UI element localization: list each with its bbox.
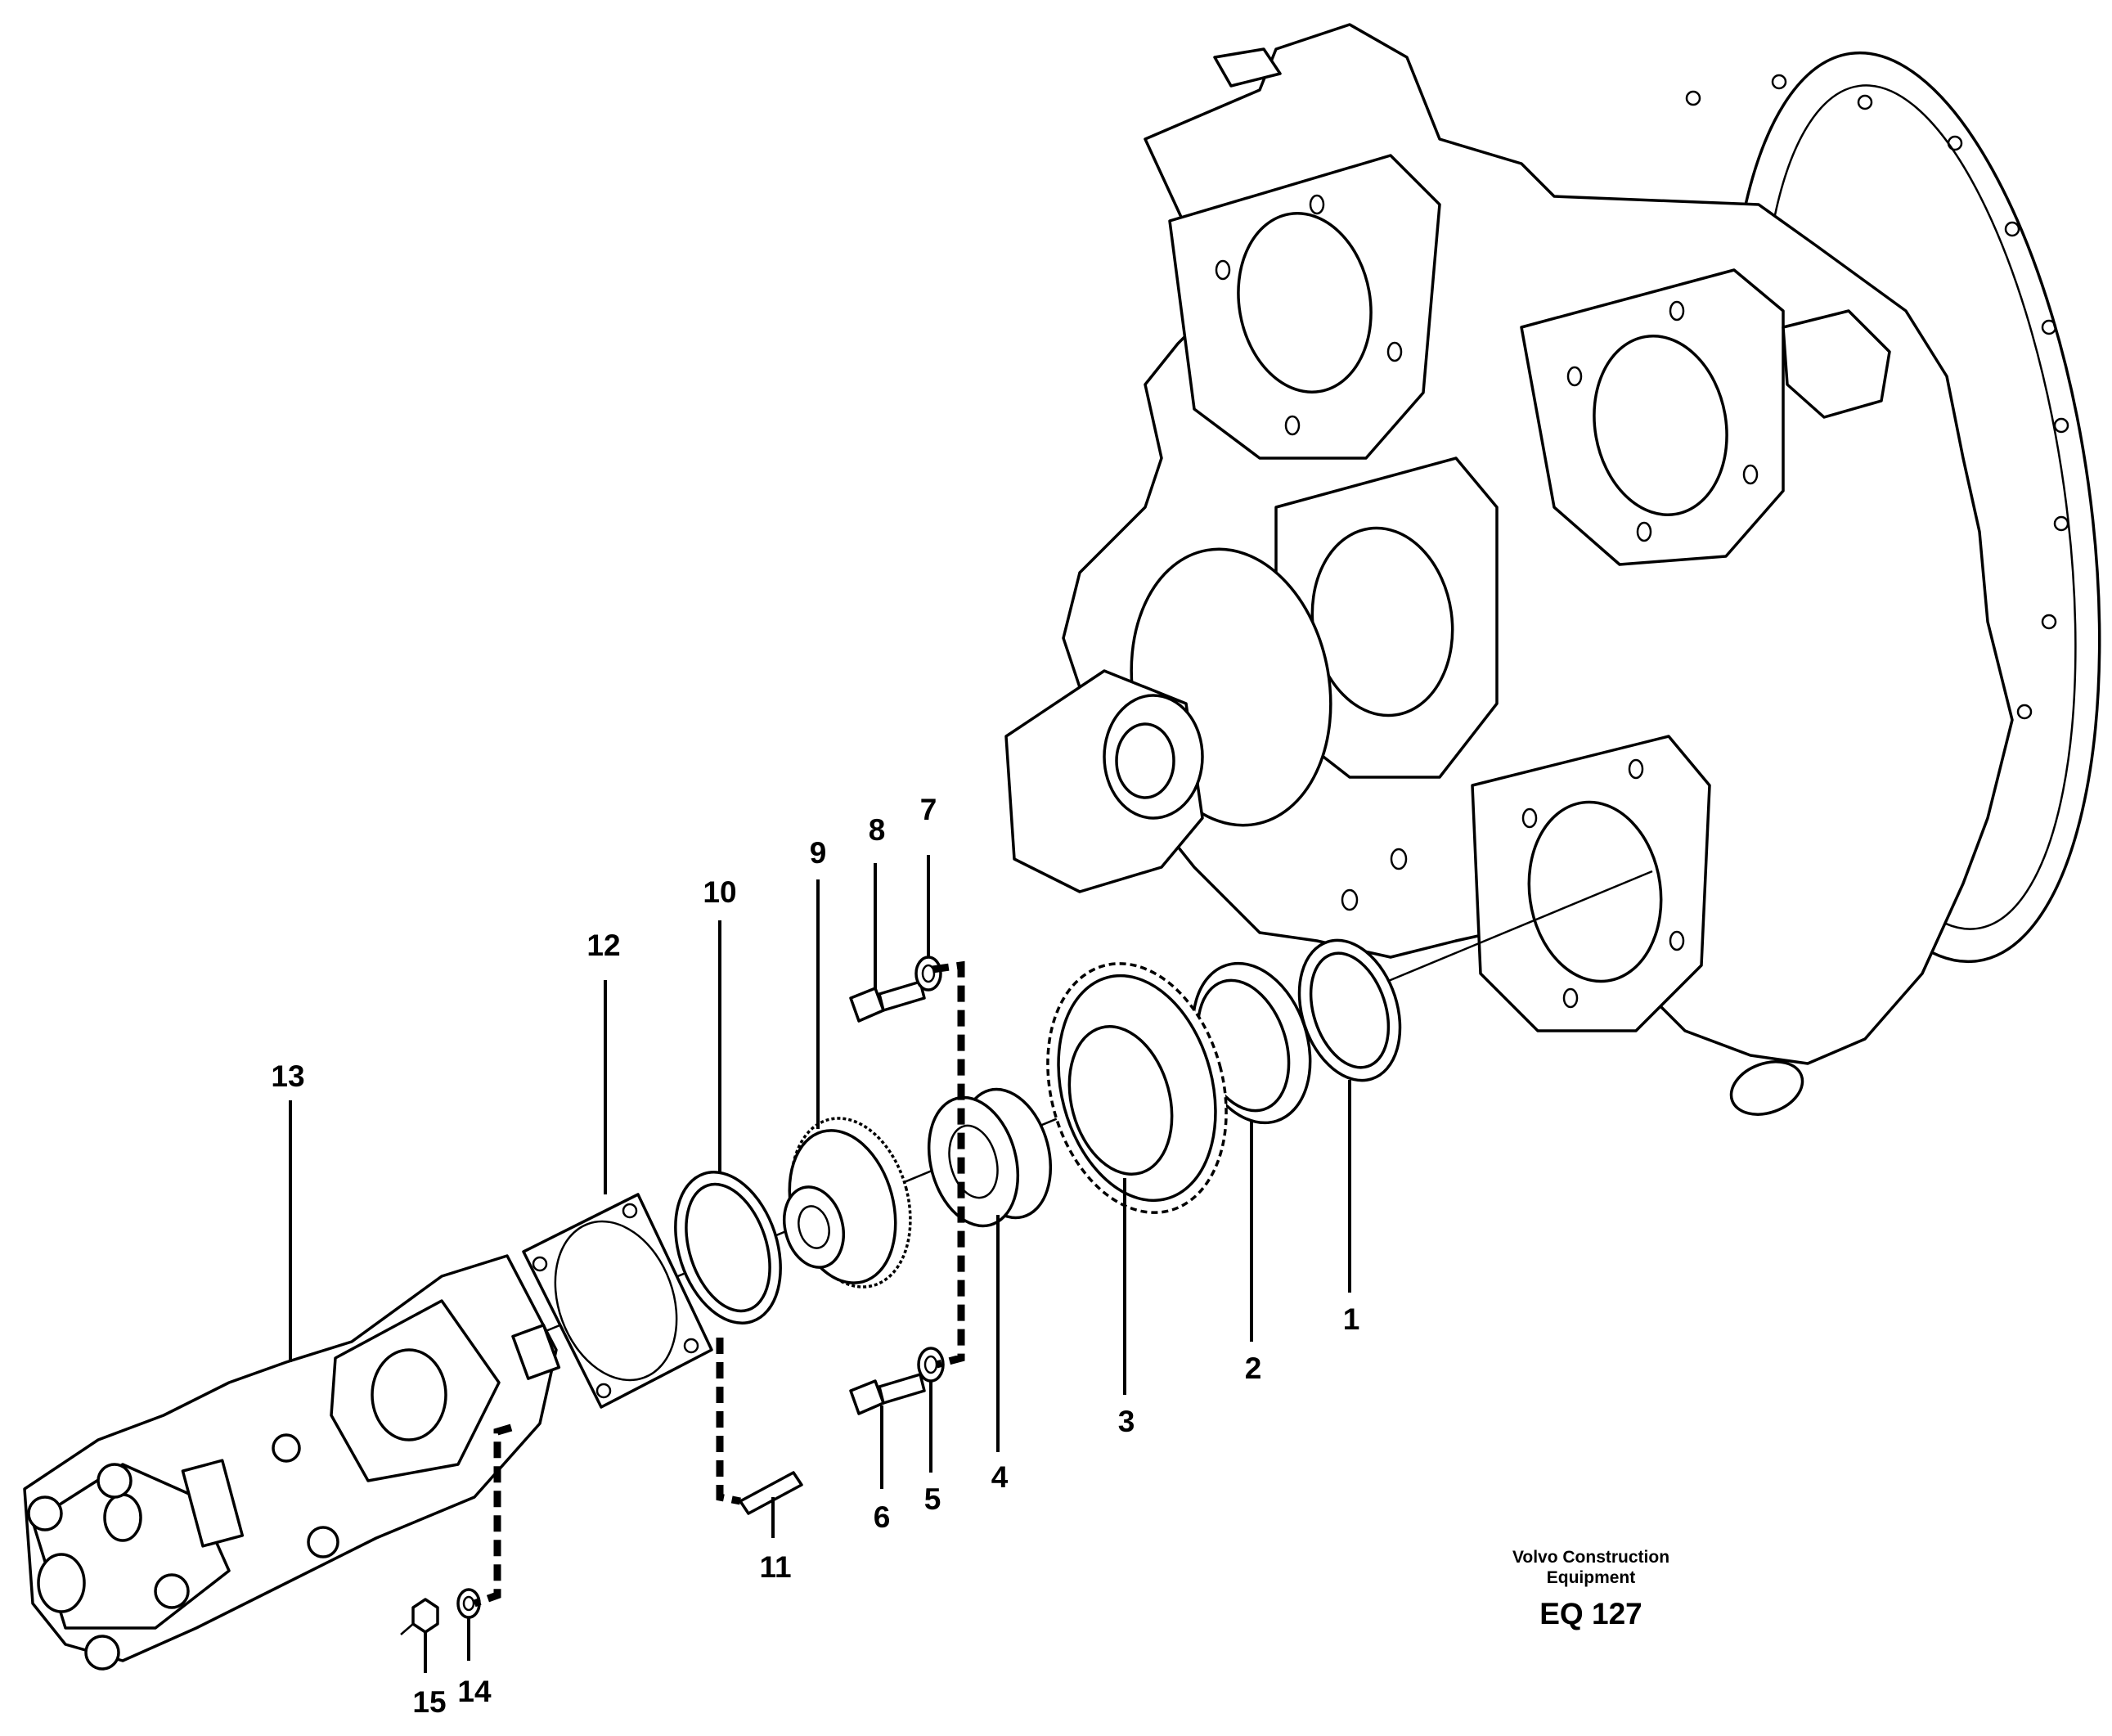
part-6-bolt-lower <box>849 1373 926 1415</box>
assembly-dash-lines <box>473 960 965 1608</box>
part-13-hydraulic-pump <box>23 1254 561 1671</box>
label-part-14: 14 <box>457 1675 492 1708</box>
caption-block: Volvo Construction Equipment EQ 127 <box>1512 1548 1669 1630</box>
label-part-5: 5 <box>924 1482 941 1516</box>
part-8-bolt-upper <box>849 980 926 1023</box>
part-11-stud <box>739 1471 803 1515</box>
part-7-washer-upper <box>914 956 942 992</box>
part-10-snap-ring <box>674 1171 782 1324</box>
label-part-6: 6 <box>874 1500 891 1534</box>
caption-brand-line2: Equipment <box>1547 1568 1636 1587</box>
label-part-2: 2 <box>1245 1351 1262 1385</box>
part-9-coupling <box>783 1117 912 1289</box>
label-part-8: 8 <box>869 813 886 847</box>
label-part-3: 3 <box>1118 1405 1135 1438</box>
part-1-retaining-ring <box>1297 938 1402 1082</box>
label-part-7: 7 <box>920 793 937 826</box>
part-3-gear <box>1046 962 1228 1214</box>
label-part-13: 13 <box>271 1059 304 1093</box>
label-part-9: 9 <box>810 836 827 870</box>
label-part-11: 11 <box>759 1550 791 1584</box>
caption-figure-code: EQ 127 <box>1539 1597 1642 1630</box>
part-labels: 1 2 3 4 5 6 7 8 9 10 11 12 13 14 15 <box>271 793 1359 1719</box>
caption-brand-line1: Volvo Construction <box>1512 1548 1669 1567</box>
leader-lines <box>289 855 1351 1673</box>
label-part-15: 15 <box>412 1685 446 1719</box>
label-part-1: 1 <box>1343 1302 1360 1336</box>
engine-housing <box>1004 23 2101 1116</box>
label-part-10: 10 <box>703 875 736 909</box>
part-4-flange-hub <box>927 1087 1053 1228</box>
label-part-12: 12 <box>586 929 620 962</box>
part-12-gasket <box>522 1193 713 1409</box>
part-15-nut <box>400 1598 439 1635</box>
label-part-4: 4 <box>991 1460 1009 1494</box>
